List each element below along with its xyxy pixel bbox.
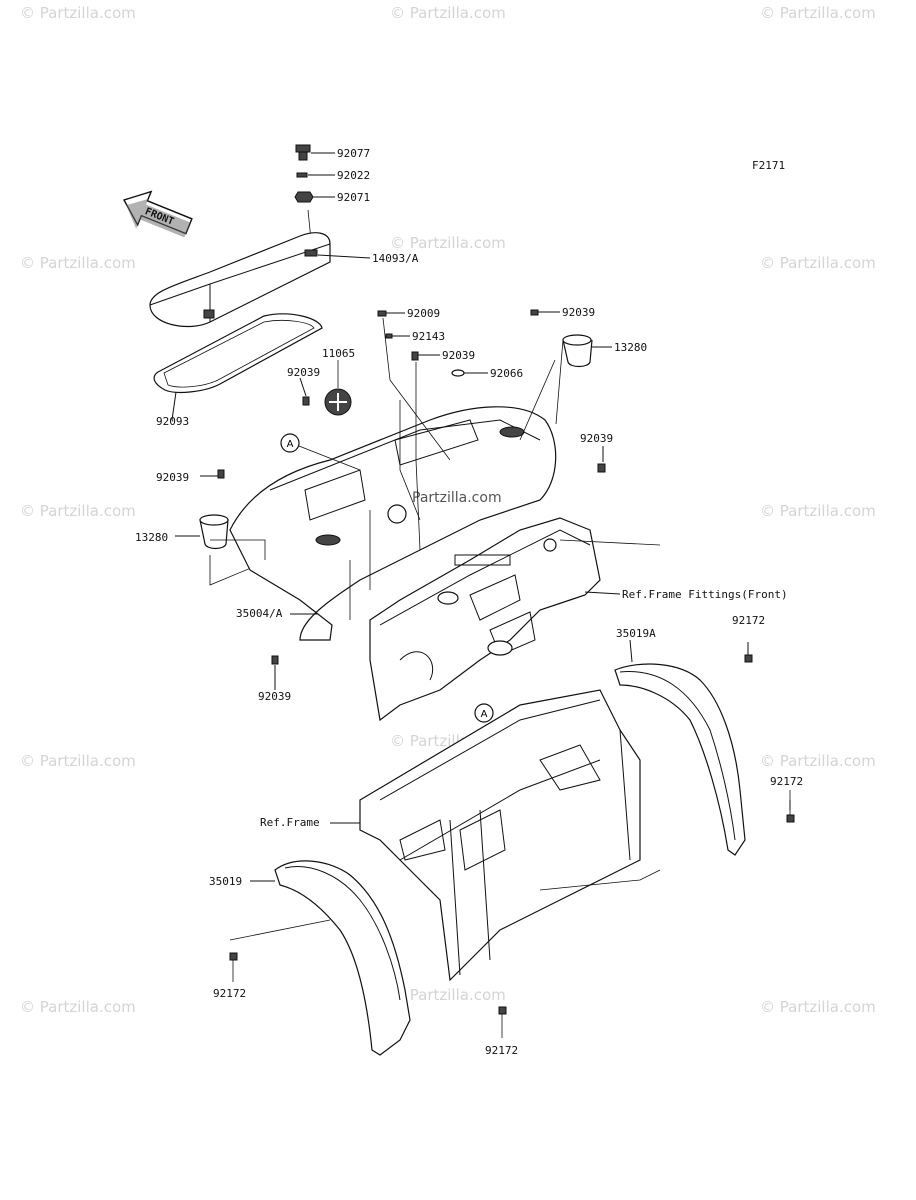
watermark: © Partzilla.com: [760, 254, 876, 272]
figure-code: F2171: [752, 159, 785, 172]
part-label: 92022: [337, 169, 370, 182]
svg-text:A: A: [287, 439, 294, 450]
part-label: 92077: [337, 147, 370, 160]
part-label: Ref.Frame Fittings(Front): [622, 588, 788, 601]
part-label: 92066: [490, 367, 523, 380]
storage-lid-shape: [149, 232, 371, 328]
watermark: © Partzilla.com: [20, 4, 136, 22]
cup-holder-icon: [555, 334, 612, 425]
watermark: © Partzilla.com: [20, 254, 136, 272]
part-label: 92172: [732, 614, 765, 627]
watermark: © Partzilla.com: [760, 752, 876, 770]
part-label: 11065: [322, 347, 355, 360]
part-label: 35019A: [616, 627, 656, 640]
fender-left-shape: [229, 860, 411, 1056]
part-label: 92143: [412, 330, 445, 343]
part-label: 35019: [209, 875, 242, 888]
watermarks: © Partzilla.com © Partzilla.com © Partzi…: [20, 4, 876, 1016]
part-labels: 92077 92022 92071 14093/A 92009 92039 92…: [135, 147, 803, 1057]
part-label: Ref.Frame: [260, 816, 320, 829]
watermark: © Partzilla.com: [390, 234, 506, 252]
center-watermark: Partzilla.com: [412, 490, 502, 506]
watermark: © Partzilla.com: [20, 502, 136, 520]
cap-icon: [324, 360, 352, 416]
frame-shape: [330, 689, 661, 982]
watermark: © Partzilla.com: [760, 998, 876, 1016]
fender-right-shape: [614, 639, 791, 856]
watermark: © Partzilla.com: [760, 502, 876, 520]
part-label: 92172: [213, 987, 246, 1000]
fastener-icon: [200, 309, 606, 690]
part-label: 92093: [156, 415, 189, 428]
part-label: 92172: [485, 1044, 518, 1057]
part-label: 13280: [135, 531, 168, 544]
part-label: 92039: [442, 349, 475, 362]
front-arrow: FRONT: [122, 190, 193, 238]
lower-dash-panel-shape: [369, 517, 661, 722]
watermark: © Partzilla.com: [390, 4, 506, 22]
cup-holder-icon: [175, 514, 331, 586]
part-label: 92039: [156, 471, 189, 484]
part-label: 92172: [770, 775, 803, 788]
callout-a: A: [280, 433, 361, 471]
watermark: © Partzilla.com: [20, 752, 136, 770]
watermark: © Partzilla.com: [760, 4, 876, 22]
callout-a: A: [474, 703, 494, 723]
upper-dash-panel-shape: [229, 406, 557, 641]
part-label: 92071: [337, 191, 370, 204]
fastener-stack-icon: [294, 144, 335, 251]
part-label: 14093/A: [372, 252, 419, 265]
part-label: 92039: [580, 432, 613, 445]
lid-seal-shape: [153, 313, 323, 421]
leader-lines: [178, 317, 556, 615]
svg-text:A: A: [481, 709, 488, 720]
part-label: 13280: [614, 341, 647, 354]
watermark: © Partzilla.com: [390, 986, 506, 1004]
part-label: 92039: [258, 690, 291, 703]
part-label: 92039: [562, 306, 595, 319]
part-label: 92039: [287, 366, 320, 379]
bolt-icon: [229, 654, 795, 1038]
part-label: 92009: [407, 307, 440, 320]
watermark: © Partzilla.com: [20, 998, 136, 1016]
part-label: 35004/A: [236, 607, 283, 620]
